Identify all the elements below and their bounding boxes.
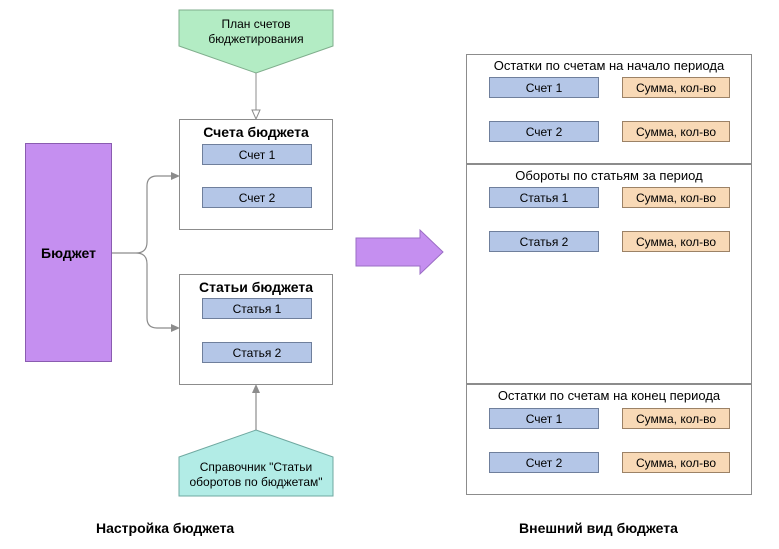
opening-balances-title: Остатки по счетам на начало периода <box>493 58 725 73</box>
turnover-title: Обороты по статьям за период <box>515 168 703 183</box>
budget-connector-path <box>112 175 176 329</box>
budget-article-item: Статья 1 <box>202 298 312 319</box>
budget-label: Бюджет <box>41 244 96 261</box>
budget-block: Бюджет <box>25 143 112 362</box>
closing-value-item: Сумма, кол-во <box>622 408 730 429</box>
budget-account-item: Счет 2 <box>202 187 312 208</box>
reference-label: Справочник "Статьи оборотов по бюджетам" <box>180 460 332 490</box>
budget-articles-frame: Статьи бюджета Статья 1 Статья 2 <box>179 274 333 385</box>
turnover-article-item: Статья 1 <box>489 187 599 208</box>
turnover-article-item: Статья 2 <box>489 231 599 252</box>
right-caption: Внешний вид бюджета <box>519 520 678 536</box>
opening-value-item: Сумма, кол-во <box>622 121 730 142</box>
closing-value-item: Сумма, кол-во <box>622 452 730 473</box>
closing-account-item: Счет 1 <box>489 408 599 429</box>
plan-to-accounts-arrowhead <box>251 109 261 121</box>
budget-articles-title: Статьи бюджета <box>198 279 313 295</box>
turnover-value-item: Сумма, кол-во <box>622 187 730 208</box>
budget-accounts-title: Счета бюджета <box>203 124 309 140</box>
budget-accounts-frame: Счета бюджета Счет 1 Счет 2 <box>179 119 333 230</box>
budget-account-item: Счет 1 <box>202 144 312 165</box>
opening-account-item: Счет 1 <box>489 77 599 98</box>
closing-account-item: Счет 2 <box>489 452 599 473</box>
reference-line2: оборотов по бюджетам" <box>189 475 323 489</box>
closing-balances-section: Остатки по счетам на конец периода Счет … <box>466 384 752 495</box>
reference-line1: Справочник "Статьи <box>199 460 313 474</box>
turnover-section: Обороты по статьям за период Статья 1 Су… <box>466 164 752 384</box>
budget-to-accounts-arrowhead <box>171 172 180 180</box>
opening-value-item: Сумма, кол-во <box>622 77 730 98</box>
left-caption: Настройка бюджета <box>96 520 235 536</box>
plan-of-accounts-line2: бюджетирования <box>208 32 304 46</box>
closing-balances-title: Остатки по счетам на конец периода <box>497 388 721 403</box>
big-right-arrow <box>355 228 444 276</box>
opening-account-item: Счет 2 <box>489 121 599 142</box>
plan-of-accounts-shape <box>178 9 334 74</box>
reference-to-articles-arrowhead <box>252 384 260 393</box>
opening-balances-section: Остатки по счетам на начало периода Счет… <box>466 54 752 164</box>
plan-of-accounts-line1: План счетов <box>221 17 291 31</box>
budget-to-articles-arrowhead <box>171 324 180 332</box>
plan-of-accounts-label: План счетов бюджетирования <box>180 17 332 47</box>
budget-article-item: Статья 2 <box>202 342 312 363</box>
reference-shape <box>178 429 334 497</box>
turnover-value-item: Сумма, кол-во <box>622 231 730 252</box>
